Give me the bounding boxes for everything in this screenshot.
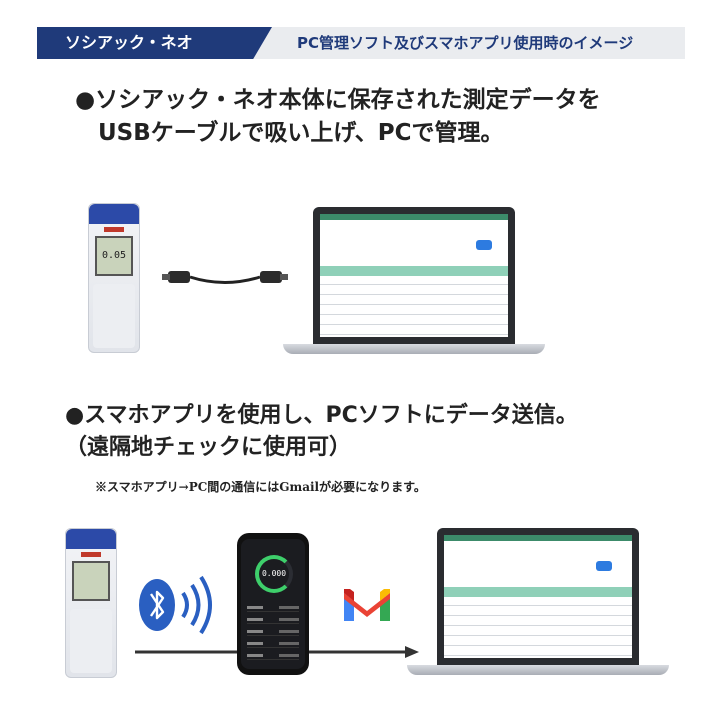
laptop-1-screen [313, 207, 515, 344]
device-body [93, 284, 135, 348]
dose-gauge: 0.000 [255, 555, 293, 593]
usb-cable-icon [162, 271, 288, 284]
gmail-note: ※スマホアプリ→PC間の通信にはGmailが必要になります。 [95, 480, 426, 494]
section2-line2: （遠隔地チェックに使用可） [65, 435, 352, 460]
laptop-2-screen [437, 528, 639, 665]
header-tag: ソシアック・ネオ [37, 27, 272, 59]
section1-line2: USBケーブルで吸い上げ、PCで管理。 [75, 120, 504, 146]
smartphone-app-screen: 0.000 [241, 539, 305, 669]
laptop-2-base [407, 665, 669, 675]
pc-software-window-2 [444, 535, 632, 658]
pc-software-window-1 [320, 214, 508, 337]
header-band: ソシアック・ネオ PC管理ソフト及びスマホアプリ使用時のイメージ [37, 27, 685, 59]
bluetooth-icon [139, 575, 212, 635]
sociac-neo-device: 0.05 [88, 203, 140, 353]
gauge-value: 0.000 [261, 569, 287, 578]
laptop-1-base [283, 344, 545, 354]
sociac-neo-device-2 [65, 528, 117, 678]
section1-line1: ●ソシアック・ネオ本体に保存された測定データを [75, 87, 601, 113]
device-screen: 0.05 [95, 236, 133, 276]
smartphone: 0.000 [237, 533, 309, 675]
device-logo [104, 227, 124, 232]
gmail-icon [344, 589, 390, 621]
header-subtitle: PC管理ソフト及びスマホアプリ使用時のイメージ [297, 34, 634, 52]
section1-text: ●ソシアック・ネオ本体に保存された測定データを USBケーブルで吸い上げ、PCで… [75, 84, 601, 150]
device-display-value: 0.05 [101, 250, 127, 261]
section2-text: ●スマホアプリを使用し、PCソフトにデータ送信。 （遠隔地チェックに使用可） [65, 400, 578, 464]
section2-line1: ●スマホアプリを使用し、PCソフトにデータ送信。 [65, 403, 578, 428]
device-cap [89, 204, 139, 224]
